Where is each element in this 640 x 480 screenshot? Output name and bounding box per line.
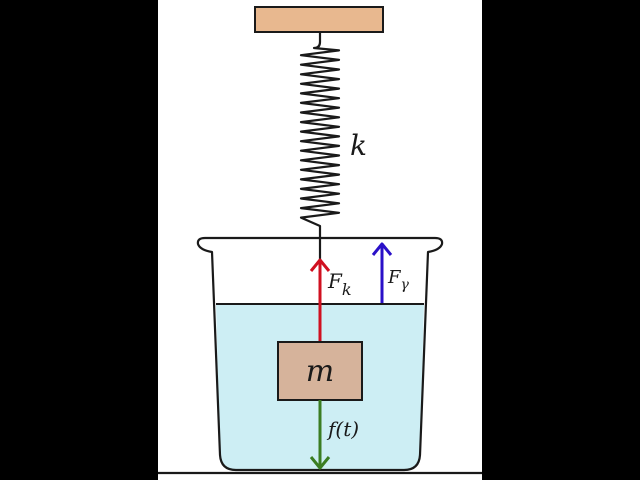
mass-block xyxy=(277,341,363,401)
ceiling-support xyxy=(254,6,384,33)
damping-force-label: Fγ xyxy=(387,267,410,293)
spring xyxy=(299,32,341,342)
damping-force-symbol: F xyxy=(387,267,402,288)
spring-force-label: Fk xyxy=(327,269,352,299)
driving-force-arrowhead xyxy=(309,456,331,470)
mass-label: m xyxy=(306,354,334,389)
driving-force-label: f(t) xyxy=(326,417,359,441)
spring-force-symbol: F xyxy=(327,269,343,293)
damping-force-arrowhead xyxy=(371,242,393,256)
damping-force-subscript: γ xyxy=(401,277,410,293)
spring-constant-label: k xyxy=(350,129,367,162)
beaker xyxy=(196,236,444,472)
spring-force-arrowhead xyxy=(309,258,331,272)
spring-force-subscript: k xyxy=(342,280,352,299)
